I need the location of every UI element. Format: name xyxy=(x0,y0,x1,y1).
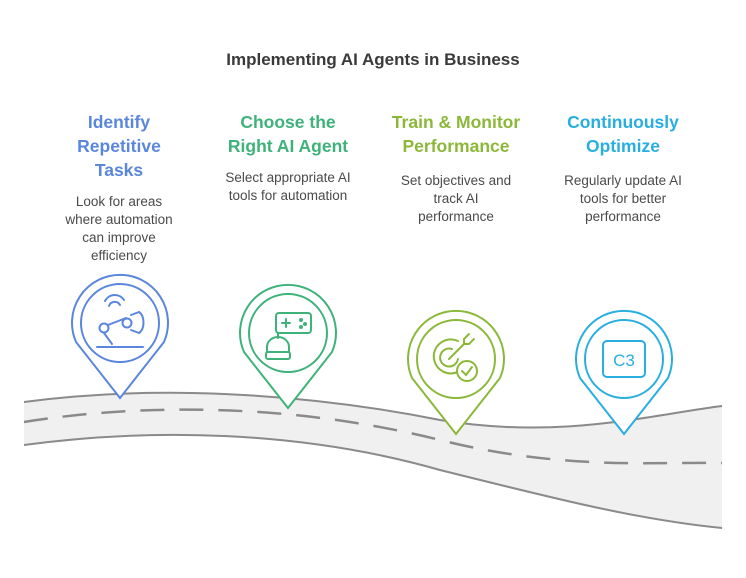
step-3-pin xyxy=(407,309,505,436)
robot-controller-icon xyxy=(265,312,312,360)
road-top-edge xyxy=(23,391,723,429)
diagram-title: Implementing AI Agents in Business xyxy=(226,50,520,69)
step-2-title: Choose the Right AI Agent xyxy=(227,112,349,156)
step-1-title: Identify Repetitive Tasks xyxy=(77,112,161,180)
step-1-description: Look for areas where automation can impr… xyxy=(65,194,173,263)
step-2-description: Select appropriate AI tools for automati… xyxy=(225,170,351,203)
step-4-title: Continuously Optimize xyxy=(567,112,679,156)
step-2-pin xyxy=(239,283,337,410)
road xyxy=(24,392,722,528)
step-3-description: Set objectives and track AI performance xyxy=(400,173,512,224)
robotic-arm-icon xyxy=(96,294,145,348)
road-center-dashes xyxy=(23,408,723,465)
step-4-pin: C3 xyxy=(575,309,673,436)
road-bottom-edge xyxy=(23,433,723,529)
target-check-icon xyxy=(432,333,478,382)
step-4-description: Regularly update AI tools for better per… xyxy=(564,173,682,224)
c3-chip-label: C3 xyxy=(613,351,635,370)
step-1-pin xyxy=(71,273,169,400)
step-3-title: Train & Monitor Performance xyxy=(391,112,521,156)
c3-chip-icon: C3 xyxy=(602,340,646,378)
